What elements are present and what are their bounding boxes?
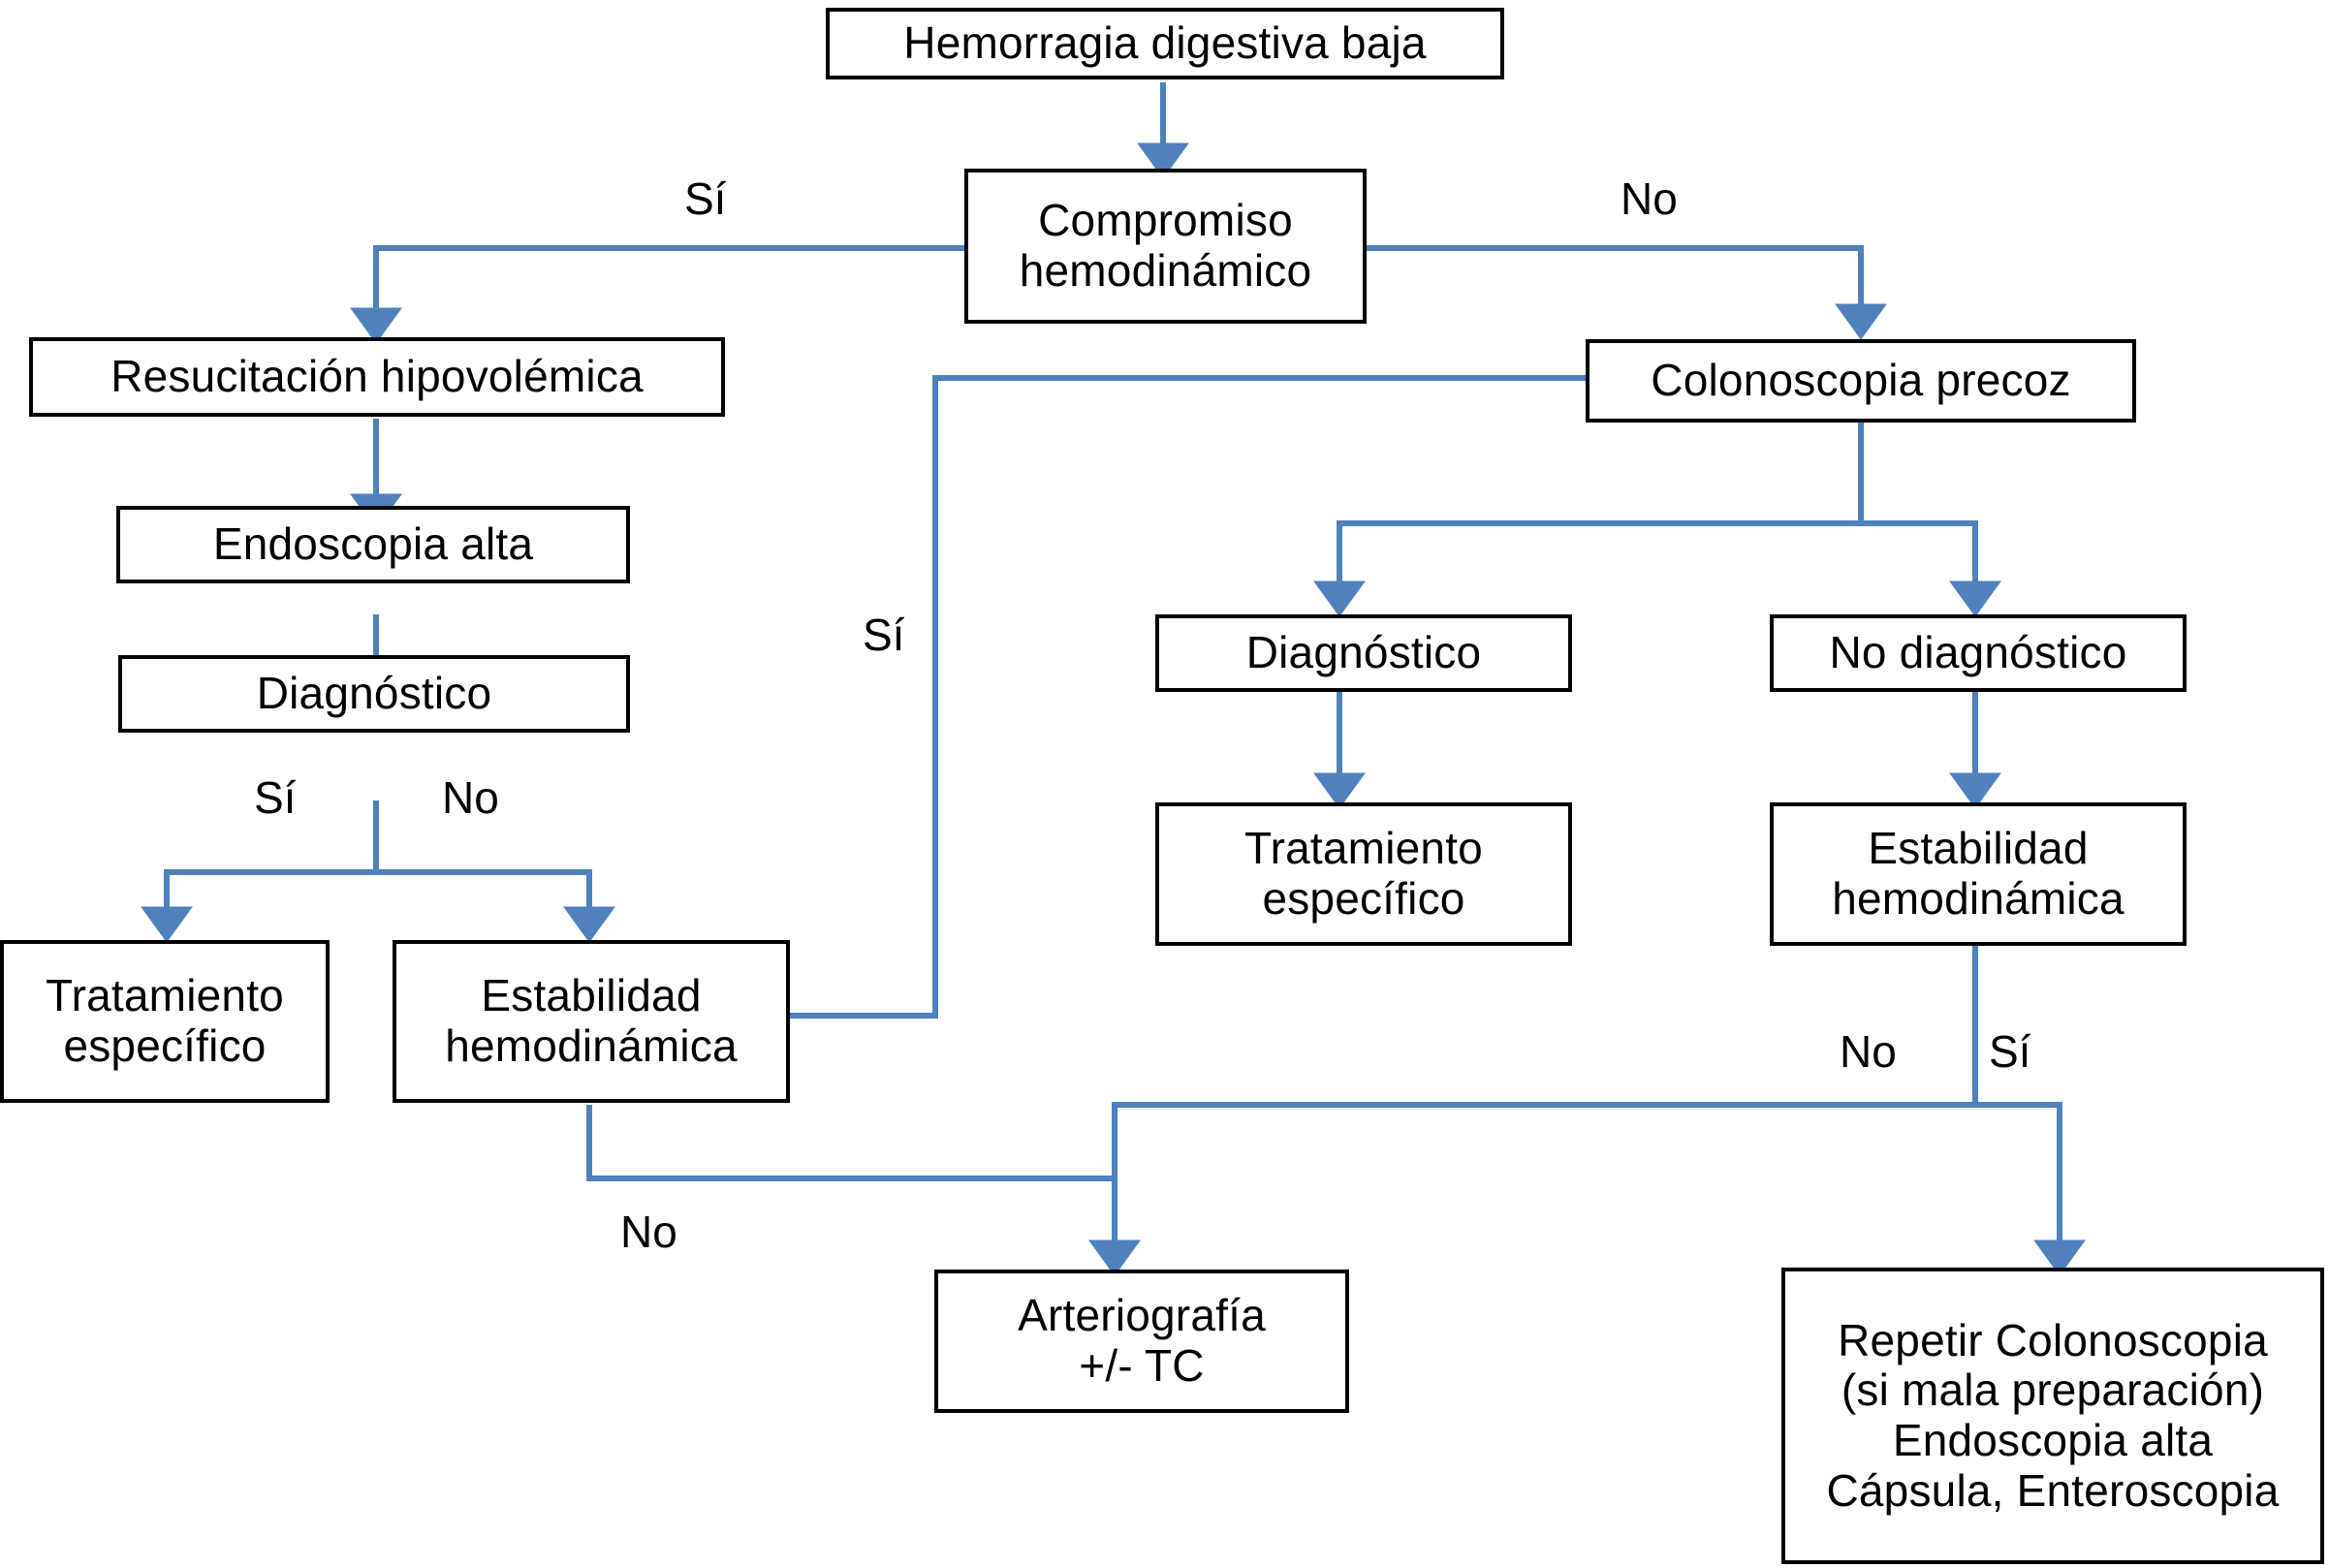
node-arteriografia[interactable]: Arteriografía +/- TC — [934, 1270, 1349, 1413]
edge-label-diagnostico-no: No — [442, 772, 499, 823]
node-label: No diagnóstico — [1829, 627, 2127, 678]
node-label: Colonoscopia precoz — [1651, 355, 2071, 406]
edge-compromiso-si — [350, 245, 964, 344]
node-label: Diagnóstico — [256, 668, 492, 719]
node-label: Repetir Colonoscopia (si mala preparació… — [1826, 1314, 2280, 1516]
node-tratamiento-especifico-derecha[interactable]: Tratamiento específico — [1155, 802, 1572, 946]
node-diagnostico-derecha[interactable]: Diagnóstico — [1155, 614, 1572, 692]
edge-estabilidad-der-si — [1972, 946, 2086, 1276]
node-label: Tratamiento específico — [1244, 823, 1483, 924]
node-hemorragia-digestiva-baja[interactable]: Hemorragia digestiva baja — [826, 8, 1504, 79]
edge-estabilidad-der-no — [1088, 946, 1978, 1276]
node-colonoscopia-precoz[interactable]: Colonoscopia precoz — [1586, 339, 2136, 423]
node-compromiso-hemodinamico[interactable]: Compromiso hemodinámico — [964, 169, 1367, 324]
edge-label-estabilidad-izq-no: No — [620, 1207, 677, 1257]
node-diagnostico-izquierda[interactable]: Diagnóstico — [118, 655, 630, 733]
edge-compromiso-no — [1367, 245, 1887, 340]
node-endoscopia-alta[interactable]: Endoscopia alta — [116, 506, 630, 583]
edge-label-compromiso-no: No — [1621, 173, 1678, 224]
node-no-diagnostico[interactable]: No diagnóstico — [1770, 614, 2187, 692]
edge-label-estabilidad-der-no: No — [1840, 1026, 1897, 1077]
edge-label-compromiso-si: Sí — [684, 173, 727, 224]
node-label: Endoscopia alta — [212, 518, 534, 570]
node-label: Estabilidad hemodinámica — [1832, 823, 2124, 924]
node-label: Compromiso hemodinámico — [1019, 195, 1312, 296]
node-label: Hemorragia digestiva baja — [903, 17, 1427, 69]
node-estabilidad-hemodinamica-derecha[interactable]: Estabilidad hemodinámica — [1770, 802, 2187, 946]
node-label: Arteriografía +/- TC — [1018, 1290, 1266, 1391]
edge-label-estabilidad-izq-si: Sí — [863, 610, 905, 660]
node-label: Estabilidad hemodinámica — [445, 970, 738, 1071]
edge-label-estabilidad-der-si: Sí — [1989, 1026, 2031, 1077]
node-label: Resucitación hipovolémica — [110, 351, 644, 402]
node-resucitacion-hipovolemica[interactable]: Resucitación hipovolémica — [29, 337, 725, 417]
node-label: Tratamiento específico — [46, 970, 284, 1071]
edge-colonoscopia-to-no-diagnostico — [1858, 423, 2001, 617]
edge-label-diagnostico-si: Sí — [254, 772, 297, 823]
node-repetir-colonoscopia[interactable]: Repetir Colonoscopia (si mala preparació… — [1781, 1268, 2324, 1564]
edge-colonoscopia-to-diagnostico — [1313, 423, 1864, 617]
node-label: Diagnóstico — [1245, 627, 1482, 678]
node-tratamiento-especifico-izquierda[interactable]: Tratamiento específico — [0, 940, 330, 1103]
node-estabilidad-hemodinamica-izquierda[interactable]: Estabilidad hemodinámica — [393, 940, 790, 1103]
